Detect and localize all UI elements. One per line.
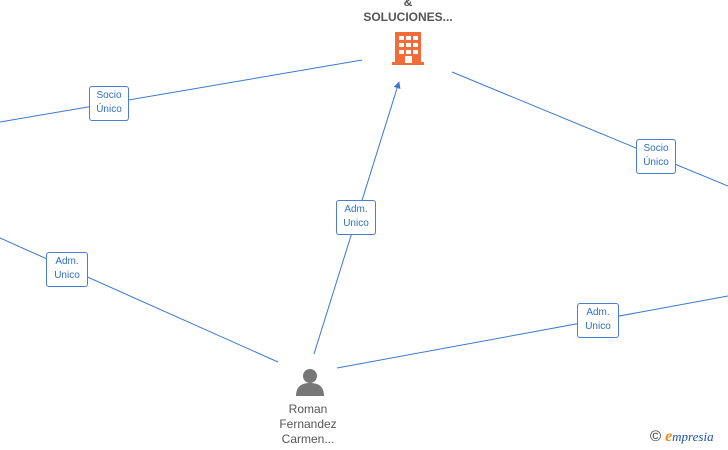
edge-label-line2: Unico [585, 321, 611, 332]
edge-label-line1: Socio [96, 90, 122, 101]
edge-label-adm-left: Adm. Unico [46, 252, 88, 287]
company-label-line1: & [403, 0, 413, 9]
edge-label-line2: Único [96, 104, 122, 115]
edge-label-adm-right: Adm. Unico [577, 303, 619, 338]
brand-name-rest: mpresia [672, 429, 714, 444]
person-label-line2: Fernandez [279, 417, 337, 431]
person-label-line3: Carmen... [281, 432, 335, 446]
copyright-symbol: © [650, 428, 662, 445]
edge-adm-left [0, 237, 279, 363]
edge-socio-right [451, 71, 728, 187]
edge-label-line2: Unico [343, 218, 369, 229]
edge-label-line1: Adm. [586, 307, 610, 318]
edge-label-line2: Único [643, 157, 669, 168]
edge-label-line2: Unico [54, 270, 80, 281]
edge-label-socio-left: Socio Único [89, 86, 129, 121]
person-label-line1: Roman [288, 402, 328, 416]
edge-label-socio-right: Socio Único [636, 139, 676, 174]
edge-socio-left [0, 59, 363, 123]
edge-label-line1: Adm. [344, 204, 368, 215]
brand-first-letter: e [665, 428, 673, 445]
company-label[interactable]: & SOLUCIONES... [330, 0, 486, 25]
person-icon[interactable] [296, 369, 324, 396]
building-icon[interactable] [392, 32, 424, 65]
edge-label-line1: Socio [643, 143, 669, 154]
edge-label-adm-center: Adm. Unico [336, 200, 376, 235]
empresia-logo: ©empresia [650, 428, 714, 446]
edge-label-line1: Adm. [55, 256, 79, 267]
edge-adm-right [336, 295, 728, 369]
person-label[interactable]: Roman Fernandez Carmen... [258, 402, 358, 447]
company-label-line2: SOLUCIONES... [363, 10, 453, 24]
